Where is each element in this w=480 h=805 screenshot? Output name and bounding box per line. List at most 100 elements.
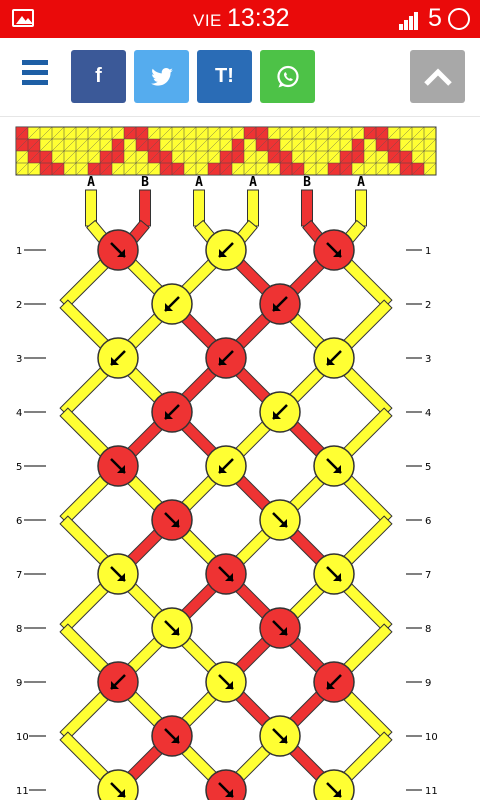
row-label-right: 8 <box>425 624 431 635</box>
row-label-right: 7 <box>425 570 431 581</box>
preview-stitch <box>87 162 101 176</box>
tuenti-share-button[interactable]: T! <box>197 50 252 103</box>
knot-arrow-head <box>117 573 125 581</box>
knot-arrow-head <box>111 357 119 365</box>
preview-stitch <box>375 150 389 164</box>
row-label-right: 11 <box>425 786 438 797</box>
knot-circle <box>313 769 355 805</box>
preview-stitch <box>63 138 77 152</box>
preview-stitch <box>267 126 281 140</box>
knot <box>259 499 301 541</box>
string-letter: A <box>249 175 257 190</box>
battery-circle-icon <box>448 8 470 30</box>
preview-stitch <box>339 126 353 140</box>
knot <box>205 445 247 487</box>
preview-stitch <box>351 138 365 152</box>
menu-icon[interactable] <box>22 60 48 86</box>
preview-stitch <box>159 150 173 164</box>
preview-stitch <box>75 162 89 176</box>
preview-stitch <box>423 126 437 140</box>
preview-stitch <box>219 150 233 164</box>
knot-arrow-head <box>111 681 119 689</box>
preview-stitch <box>171 126 185 140</box>
preview-stitch <box>411 150 425 164</box>
preview-stitch <box>171 150 185 164</box>
preview-stitch <box>39 150 53 164</box>
whatsapp-share-button[interactable] <box>260 50 315 103</box>
chevron-up-icon <box>423 67 452 86</box>
knot <box>259 391 301 433</box>
preview-stitch <box>267 138 281 152</box>
row-label-right: 10 <box>425 732 438 743</box>
knot-arrow-head <box>273 303 281 311</box>
row-label-left: 5 <box>16 462 22 473</box>
preview-stitch <box>147 138 161 152</box>
knot-arrow-head <box>171 627 179 635</box>
preview-stitch <box>351 162 365 176</box>
knot <box>205 553 247 595</box>
knot-circle <box>97 769 139 805</box>
knot <box>313 229 355 271</box>
facebook-share-button[interactable]: f <box>71 50 126 103</box>
preview-stitch <box>375 162 389 176</box>
preview-stitch <box>207 150 221 164</box>
string-letter: A <box>87 175 95 190</box>
facebook-icon: f <box>95 65 102 87</box>
preview-stitch <box>135 138 149 152</box>
preview-stitch <box>99 162 113 176</box>
preview-stitch <box>243 150 257 164</box>
preview-stitch <box>363 162 377 176</box>
preview-stitch <box>51 138 65 152</box>
preview-stitch <box>375 138 389 152</box>
knot-arrow-head <box>219 465 227 473</box>
string-letter: A <box>357 175 365 190</box>
scroll-up-button[interactable] <box>410 50 465 103</box>
preview-stitch <box>255 162 269 176</box>
row-label-left: 8 <box>16 624 22 635</box>
row-label-left: 11 <box>16 786 29 797</box>
knot <box>151 499 193 541</box>
preview-stitch <box>243 138 257 152</box>
preview-stitch <box>279 162 293 176</box>
preview-stitch <box>399 150 413 164</box>
knot <box>259 607 301 649</box>
preview-stitch <box>315 162 329 176</box>
preview-stitch <box>375 126 389 140</box>
row-label-right: 3 <box>425 354 431 365</box>
preview-stitch <box>87 138 101 152</box>
knot <box>259 283 301 325</box>
preview-stitch <box>363 126 377 140</box>
preview-stitch <box>279 138 293 152</box>
preview-stitch <box>147 162 161 176</box>
preview-stitch <box>219 126 233 140</box>
knot-arrow-head <box>171 735 179 743</box>
preview-stitch <box>303 126 317 140</box>
preview-stitch <box>411 162 425 176</box>
preview-stitch <box>15 126 29 140</box>
preview-stitch <box>27 138 41 152</box>
preview-stitch <box>75 138 89 152</box>
knot-arrow-head <box>333 573 341 581</box>
preview-stitch <box>159 126 173 140</box>
row-label-right: 4 <box>425 408 431 419</box>
preview-stitch <box>387 150 401 164</box>
knot-arrow-head <box>117 249 125 257</box>
preview-stitch <box>75 126 89 140</box>
twitter-icon <box>150 67 173 86</box>
preview-stitch <box>315 126 329 140</box>
preview-stitch <box>15 138 29 152</box>
twitter-share-button[interactable] <box>134 50 189 103</box>
preview-stitch <box>27 126 41 140</box>
status-day: VIE <box>193 11 222 30</box>
preview-stitch <box>51 162 65 176</box>
preview-stitch <box>243 162 257 176</box>
tuenti-icon: T! <box>215 65 234 87</box>
preview-stitch <box>75 150 89 164</box>
preview-stitch <box>267 150 281 164</box>
preview-stitch <box>339 162 353 176</box>
preview-stitch <box>291 150 305 164</box>
knot-arrow-head <box>225 789 233 797</box>
preview-stitch <box>183 138 197 152</box>
preview-stitch <box>147 126 161 140</box>
row-label-left: 1 <box>16 246 22 257</box>
